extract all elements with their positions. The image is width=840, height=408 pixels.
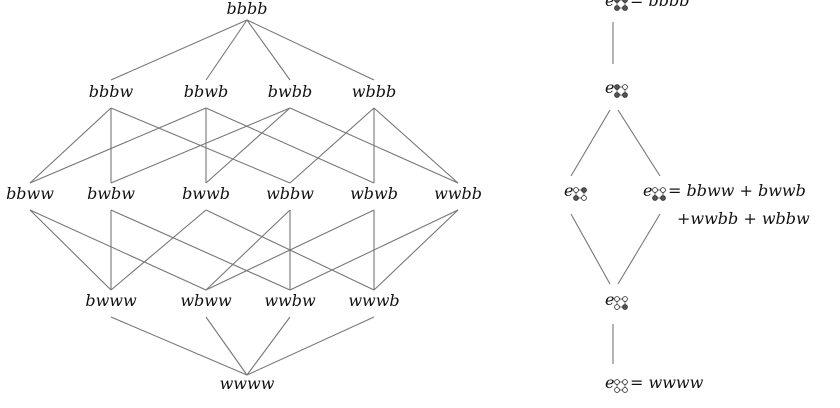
lattice-node-label: wwww xyxy=(220,374,275,393)
chain-node-symbol: e xyxy=(605,373,614,392)
lattice-edge xyxy=(205,107,375,184)
chain-node-equation: = bbww + bwwb xyxy=(668,181,806,200)
chain-node: e = bbww + bwwb xyxy=(643,181,806,201)
lattice-node-label: wwbb xyxy=(434,184,482,203)
lattice-node-label: bwww xyxy=(85,291,137,310)
lattice-edge xyxy=(205,209,375,291)
lattice-edge xyxy=(246,316,375,376)
lattice-edge xyxy=(289,107,375,184)
dot-square-icon xyxy=(614,0,628,11)
lattice-edge xyxy=(110,107,291,184)
lattice-node-label: bbww xyxy=(6,184,54,203)
lattice-node-label: wbww xyxy=(180,291,232,310)
lattice-node-label: wwbw xyxy=(264,291,316,310)
lattice-edge xyxy=(29,107,207,184)
lattice-edge xyxy=(289,209,459,291)
chain-node-symbol: e xyxy=(605,78,614,97)
left-lattice-labels: bbbb bbbw bbwb bwbb wbbb bbww bwbw bwwb wbbw wbwb… xyxy=(6,0,482,393)
lattice-node-label: wbbw xyxy=(266,184,314,203)
chain-node-symbol: e xyxy=(605,0,614,10)
lattice-node-label: wbbb xyxy=(352,82,396,101)
dot-square-icon xyxy=(614,379,628,393)
left-lattice-edges xyxy=(29,19,459,376)
chain-node-symbol: e xyxy=(643,181,652,200)
dot-square-icon xyxy=(614,296,628,310)
lattice-edge xyxy=(29,209,207,291)
chain-node-equation: = bbbb xyxy=(630,0,689,10)
lattice-node-label: wbwb xyxy=(350,184,398,203)
chain-link xyxy=(570,213,611,285)
chain-node-equation: = wwww xyxy=(630,373,704,392)
lattice-edge xyxy=(205,316,248,376)
lattice-edge xyxy=(110,19,248,81)
right-chain-nodes: e = bbbb e e e = bbww + bwwb e e = wwww xyxy=(564,0,806,393)
dot-square-icon xyxy=(614,84,628,98)
lattice-edge xyxy=(373,107,459,184)
lattice-edge xyxy=(246,19,375,81)
lattice-edge xyxy=(205,209,291,291)
lattice-node-label: bwwb xyxy=(182,184,230,203)
chain-link xyxy=(617,109,661,177)
chain-node: e xyxy=(605,290,628,310)
right-chain-links xyxy=(570,22,661,364)
chain-node-symbol: e xyxy=(564,181,573,200)
lattice-node-label: bwbw xyxy=(87,184,135,203)
lattice-edge xyxy=(110,209,207,291)
lattice-node-label: bbbb xyxy=(227,0,268,18)
lattice-edge xyxy=(246,316,291,376)
lattice-node-label: bwbb xyxy=(268,82,312,101)
chain-link xyxy=(570,109,611,177)
lattice-node-label: bbbw xyxy=(89,82,134,101)
dot-square-icon xyxy=(573,187,587,201)
lattice-edge xyxy=(246,19,291,81)
chain-node: e = wwww xyxy=(605,373,704,393)
lattice-node-label: bbwb xyxy=(184,82,228,101)
lattice-edge xyxy=(110,316,248,376)
lattice-edge xyxy=(110,209,291,291)
lattice-edge xyxy=(205,19,248,81)
chain-node: e xyxy=(564,181,587,201)
chain-node: e xyxy=(605,78,628,98)
lattice-node-label: wwwb xyxy=(348,291,399,310)
lattice-edge xyxy=(373,209,459,291)
chain-node-symbol: e xyxy=(605,290,614,309)
lattice-edge xyxy=(29,209,112,291)
chain-link xyxy=(617,213,661,285)
dot-square-icon xyxy=(652,187,666,201)
chain-sum-continuation: +wwbb + wbbw xyxy=(677,209,810,228)
lattice-edge xyxy=(205,107,291,184)
lattice-edge xyxy=(29,107,112,184)
chain-node: e = bbbb xyxy=(605,0,689,11)
